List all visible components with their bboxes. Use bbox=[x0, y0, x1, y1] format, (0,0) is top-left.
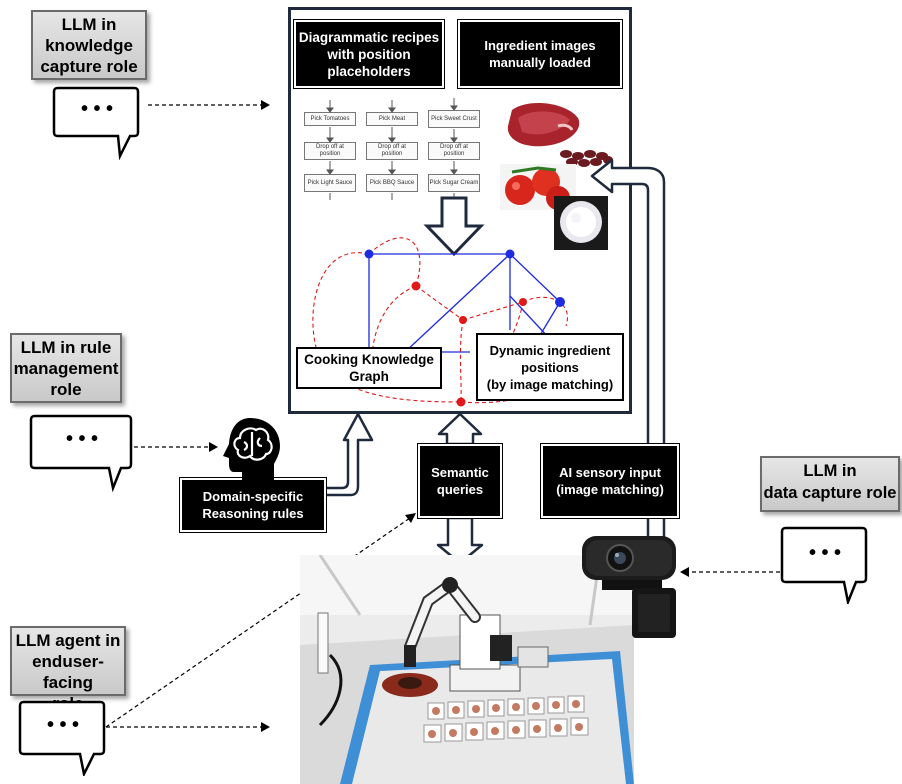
cream-bowl-image bbox=[554, 196, 608, 250]
panel-semantic-arrow bbox=[437, 412, 483, 446]
recipes-to-graph-arrow bbox=[423, 196, 485, 257]
graph-node-blue bbox=[364, 249, 374, 259]
recipe-grid-arrows bbox=[326, 98, 458, 200]
graph-node-red bbox=[459, 316, 467, 324]
knowledge-capture-role-box: LLM in knowledge capture role bbox=[31, 10, 147, 80]
graph-node-red bbox=[456, 397, 466, 407]
recipe-grid: Pick Tomatoes Drop off at position Pick … bbox=[300, 96, 500, 206]
graph-node-blue bbox=[555, 297, 565, 307]
rule-management-role-box: LLM in rule management role bbox=[10, 333, 122, 403]
graph-node-red bbox=[411, 281, 421, 291]
graph-nodes bbox=[364, 249, 565, 407]
speech-bubble-icon bbox=[18, 700, 106, 776]
enduser-facing-role-box: LLM agent in enduser-facing role bbox=[10, 626, 126, 713]
speech-bubble-icon bbox=[52, 86, 140, 160]
enduser-to-semantic-arrow bbox=[105, 517, 411, 728]
bubble-dots: • • • bbox=[808, 542, 842, 564]
graph-node-blue bbox=[505, 249, 515, 259]
speech-bubble-icon bbox=[29, 414, 133, 492]
bubble-dots: • • • bbox=[65, 428, 99, 450]
semantic-robot-arrow bbox=[436, 516, 484, 565]
bubble-dots: • • • bbox=[80, 98, 114, 120]
ingredient-images bbox=[500, 103, 613, 250]
data-capture-role-box: LLM in data capture role bbox=[760, 456, 900, 512]
bubble-dots: • • • bbox=[46, 714, 80, 736]
webcam-icon bbox=[582, 536, 676, 638]
ai-sensory-input-box: AI sensory input(image matching) bbox=[540, 443, 680, 519]
reasoning-to-panel-arrow bbox=[320, 412, 374, 497]
meat-image bbox=[507, 103, 580, 147]
brain-head-icon bbox=[223, 418, 280, 480]
robot-photo bbox=[300, 555, 634, 784]
robot-arm bbox=[404, 576, 521, 692]
speech-bubble-icon bbox=[780, 526, 868, 604]
graph-node-red bbox=[519, 298, 527, 306]
ingredient-cards bbox=[423, 695, 589, 743]
